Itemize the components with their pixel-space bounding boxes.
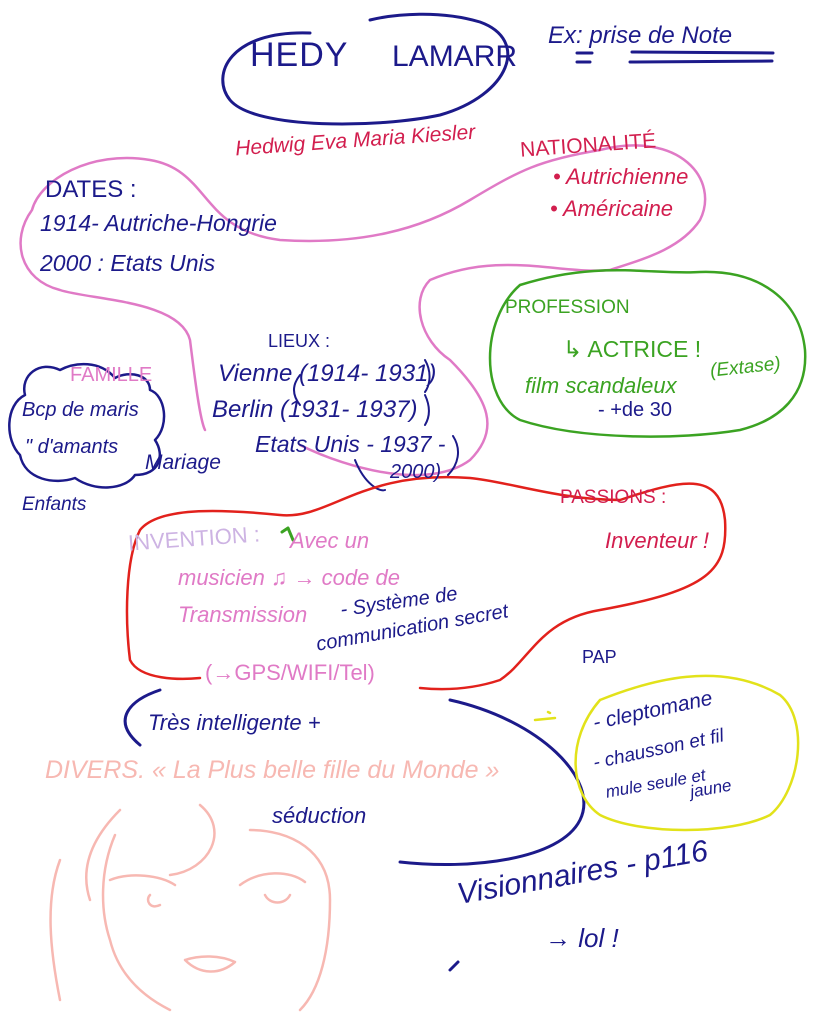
divers-quote: DIVERS. « La Plus belle fille du Monde »: [45, 756, 500, 784]
divers-intelligence: Très intelligente +: [148, 710, 321, 735]
title-last-name: LAMARR: [392, 40, 518, 73]
famille-line: Bcp de maris: [22, 399, 139, 421]
famille-enfants: Enfants: [22, 494, 87, 515]
divers-seduction: séduction: [272, 803, 367, 828]
dates-line: 1914- Autriche-Hongrie: [40, 210, 277, 236]
invention-line: (→GPS/WIFI/Tel): [205, 660, 375, 685]
nationalite-item: • Autrichienne: [553, 164, 689, 189]
dates-nationalite-outline: [19, 144, 707, 477]
invention-line: Avec un: [290, 528, 370, 553]
divers-outline: [123, 688, 586, 867]
passions-value: Inventeur !: [605, 528, 709, 553]
invention-line: musicien ♫ → code de: [178, 565, 400, 590]
invention-line: Transmission: [178, 602, 308, 627]
profession-film: film scandaleux: [525, 373, 677, 398]
example-label: Ex: prise de Note: [548, 22, 733, 49]
lieux-heading: LIEUX :: [268, 331, 331, 351]
example-underline: [575, 50, 775, 64]
profession-count: - +de 30: [598, 399, 672, 421]
face-sketch: [49, 803, 332, 1012]
famille-cloud: [8, 362, 166, 489]
invention-outline: [125, 475, 727, 691]
lieux-line: Vienne (1914- 1931): [218, 360, 437, 387]
nationalite-item: • Américaine: [550, 196, 674, 221]
lieux-brackets: [293, 359, 460, 492]
famille-heading: FAMILLE: [70, 364, 153, 386]
dates-heading: DATES :: [45, 176, 137, 203]
footer-dash: [448, 960, 460, 972]
invention-arrow-mark: [280, 526, 295, 542]
title-first-name: HEDY: [250, 36, 349, 74]
famille-line: " d'amants: [25, 436, 119, 458]
lieux-line: Berlin (1931- 1937): [212, 396, 418, 423]
footer-lol: → lol !: [545, 923, 619, 953]
profession-heading: PROFESSION: [505, 297, 630, 318]
lieux-line: 2000): [390, 461, 442, 483]
title-ellipse: [221, 12, 510, 126]
profession-role: ↳ ACTRICE !: [563, 336, 702, 362]
dates-line: 2000 : Etats Unis: [40, 250, 216, 276]
profession-outline: [488, 269, 807, 438]
pap-heading: PAP: [582, 647, 617, 667]
famille-mariage: Mariage: [145, 451, 221, 474]
passions-heading: PASSIONS :: [560, 487, 667, 508]
pap-outline: [533, 674, 800, 832]
lieux-line: Etats Unis - 1937 -: [255, 431, 446, 457]
